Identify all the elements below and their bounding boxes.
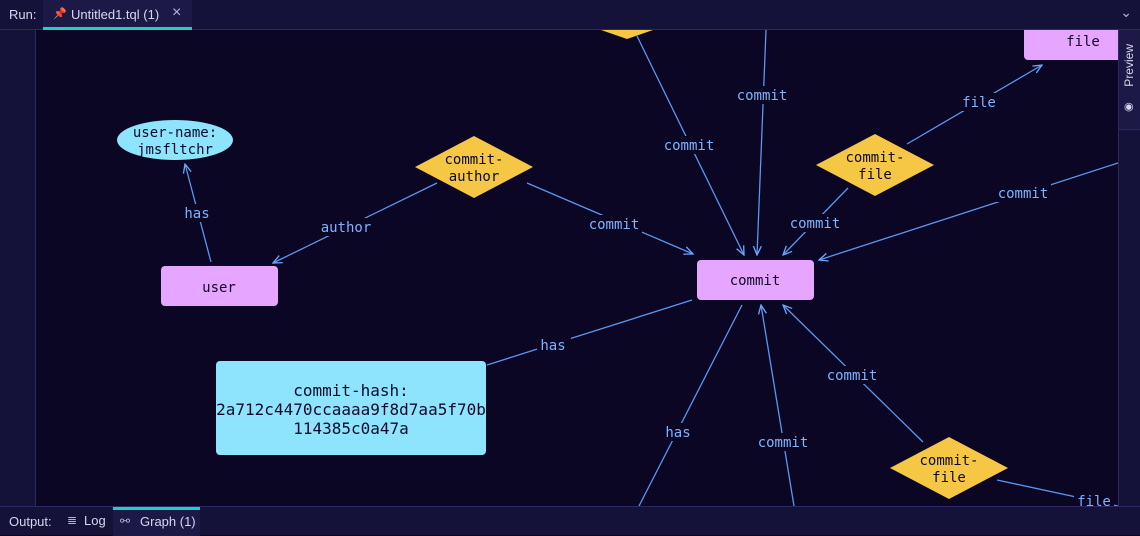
node-label: commit-hash: — [293, 381, 409, 400]
node-label: file — [1066, 34, 1100, 50]
entity-node-user[interactable]: user — [161, 266, 278, 306]
graph-icon: ⚯ — [120, 514, 131, 528]
entity-node-commit[interactable]: commit — [697, 260, 814, 300]
attribute-node-user-name[interactable]: user-name: jmsfltchr — [117, 120, 233, 160]
edge-label-has: has — [184, 206, 209, 222]
preview-label[interactable]: Preview — [1122, 44, 1136, 87]
edge-label-commit: commit — [790, 216, 841, 232]
edge-commit-right — [819, 162, 1119, 260]
tab-graph[interactable]: ⚯ Graph (1) — [113, 507, 200, 536]
tab-log-label: Log — [84, 513, 106, 528]
relation-node-partial[interactable] — [601, 30, 653, 39]
edge-label-has: has — [665, 425, 690, 441]
node-label: 2a712c4470ccaaaa9f8d7aa5f70b — [216, 400, 486, 419]
edge-label-commit: commit — [664, 138, 715, 154]
node-label: user — [202, 280, 236, 296]
edge-label-has: has — [540, 338, 565, 354]
pin-icon[interactable]: 📌 — [53, 8, 67, 20]
close-icon[interactable]: × — [172, 4, 182, 21]
node-label: commit- — [845, 150, 904, 166]
node-label: file — [858, 167, 892, 183]
graph-svg[interactable]: has author commit commit commit commit c… — [37, 20, 1124, 510]
edge-commit-top-center — [757, 29, 767, 255]
run-label: Run: — [9, 7, 37, 22]
node-label: commit- — [919, 453, 978, 469]
right-side-panel — [1118, 30, 1140, 506]
node-label: commit- — [444, 152, 503, 168]
relation-node-commit-file-bottom[interactable]: commit- file — [890, 437, 1008, 499]
output-label: Output: — [9, 514, 52, 529]
edge-label-commit: commit — [827, 368, 878, 384]
edge-label-file: file — [962, 95, 996, 111]
relation-node-commit-file-top[interactable]: commit- file — [816, 134, 934, 196]
tab-graph-label: Graph (1) — [140, 514, 196, 529]
left-gutter — [0, 30, 36, 506]
edge-has-bottom — [638, 304, 743, 507]
output-bar: Output: ≣ Log ⚯ Graph (1) — [0, 506, 1140, 536]
entity-node-file[interactable]: file — [1024, 20, 1124, 60]
node-label: author — [449, 169, 500, 185]
list-icon: ≣ — [67, 513, 78, 527]
edge-label-commit: commit — [589, 217, 640, 233]
eye-icon: ◉ — [1124, 101, 1134, 113]
node-label: jmsfltchr — [137, 142, 213, 158]
node-label: commit — [730, 273, 781, 289]
edge-label-commit: commit — [758, 435, 809, 451]
chevron-down-icon[interactable]: ⌄ — [1120, 4, 1132, 20]
node-label: 114385c0a47a — [293, 419, 409, 438]
preview-tab[interactable] — [1118, 30, 1140, 130]
run-bar: Run: 📌 Untitled1.tql (1) × ⌄ — [0, 0, 1140, 30]
edge-label-commit: commit — [737, 88, 788, 104]
node-label: file — [932, 470, 966, 486]
edge-label-commit: commit — [998, 186, 1049, 202]
tab-untitled1[interactable]: 📌 Untitled1.tql (1) × — [43, 0, 192, 30]
tab-title: Untitled1.tql (1) — [71, 7, 160, 22]
attribute-node-commit-hash[interactable]: commit-hash: 2a712c4470ccaaaa9f8d7aa5f70… — [216, 361, 486, 455]
edge-label-file: file — [1077, 494, 1111, 506]
graph-canvas[interactable]: has author commit commit commit commit c… — [37, 20, 1124, 510]
relation-node-commit-author[interactable]: commit- author — [415, 136, 533, 198]
edge-label-author: author — [321, 220, 372, 236]
node-label: user-name: — [133, 125, 217, 141]
tab-log[interactable]: ≣ Log — [60, 507, 112, 536]
edge-commit-bottom-center — [761, 305, 795, 507]
edge-has-hash — [486, 299, 693, 366]
